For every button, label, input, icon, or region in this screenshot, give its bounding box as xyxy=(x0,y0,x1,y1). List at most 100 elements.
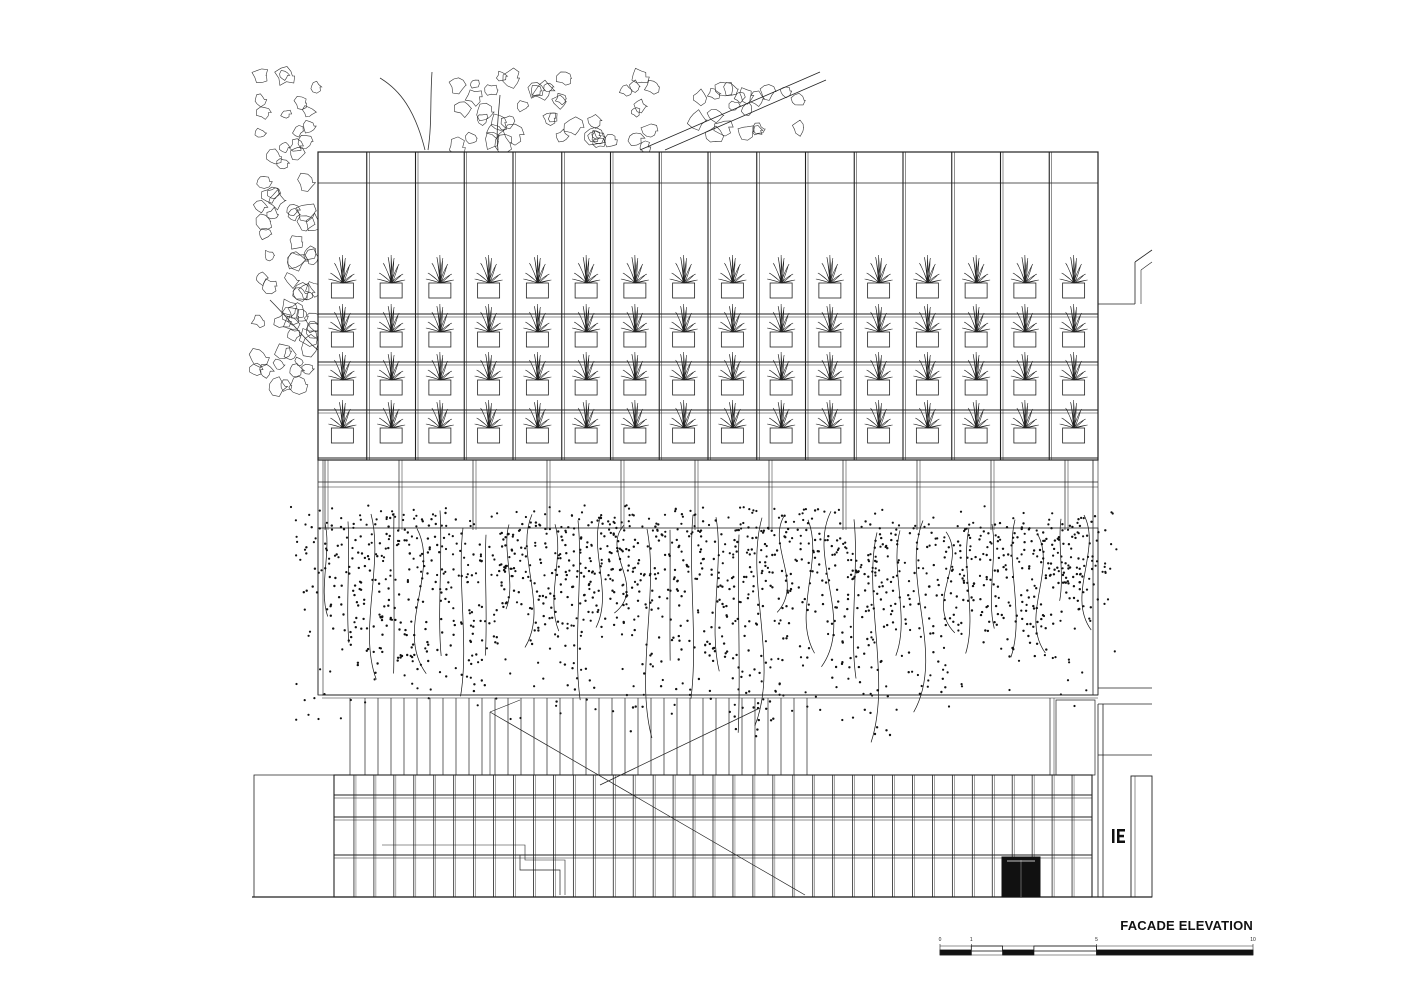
vine-leaf xyxy=(657,523,660,526)
vine-leaf xyxy=(356,661,360,664)
vine-leaf xyxy=(681,682,684,685)
vine-leaf xyxy=(1054,656,1057,659)
vine-leaf xyxy=(721,562,724,565)
vine-leaf xyxy=(756,728,759,731)
vine-leaf xyxy=(621,667,624,671)
vine-leaf xyxy=(682,559,685,562)
vine-leaf xyxy=(817,550,821,553)
vine-leaf xyxy=(1012,517,1015,520)
vine-leaf xyxy=(421,600,425,603)
vine-leaf xyxy=(745,575,748,579)
plant-leaves xyxy=(669,352,698,381)
potted-plant xyxy=(377,304,406,348)
vine-leaf xyxy=(1018,560,1021,563)
vine-leaf xyxy=(478,543,481,546)
vine-leaf xyxy=(548,647,552,650)
vine-leaf xyxy=(425,650,429,653)
vine-leaf xyxy=(1082,535,1085,538)
vine-leaf xyxy=(982,552,985,556)
vine-leaf xyxy=(336,544,339,547)
vine-leaf xyxy=(420,518,424,521)
vine-leaf xyxy=(1000,647,1003,650)
vine-leaf xyxy=(897,559,900,562)
vine-leaf xyxy=(896,561,900,564)
vine-leaf xyxy=(541,594,545,598)
vine-leaf xyxy=(1078,567,1081,570)
vine-leaf xyxy=(839,537,842,540)
vine-leaf xyxy=(886,623,889,627)
vine-leaf xyxy=(1115,548,1118,551)
vine-leaf xyxy=(833,553,836,556)
vine-leaf xyxy=(363,556,367,560)
vine-leaf xyxy=(778,683,781,686)
vine-leaf xyxy=(1033,595,1036,598)
vine-leaf xyxy=(992,583,995,586)
vine-leaf xyxy=(689,509,692,512)
vine-leaf xyxy=(1101,570,1104,573)
vine-leaf xyxy=(1051,656,1054,660)
vine-leaf xyxy=(886,555,889,558)
plant-leaves xyxy=(669,255,698,284)
vine-stem xyxy=(754,517,765,727)
vine-leaf xyxy=(762,529,766,532)
vine-leaf xyxy=(697,529,700,533)
vine-leaf xyxy=(1077,557,1080,560)
vine-leaf xyxy=(889,580,893,584)
vine-leaf xyxy=(399,656,402,659)
vine-leaf xyxy=(648,574,652,577)
vine-leaf xyxy=(463,556,466,559)
vine-leaf xyxy=(637,562,640,565)
vine-leaf xyxy=(509,717,512,721)
vine-leaf xyxy=(785,605,788,608)
vine-leaf xyxy=(537,598,540,601)
potted-plant xyxy=(328,400,357,444)
vine-leaf xyxy=(557,565,560,568)
vine-leaf xyxy=(572,550,576,553)
plant-leaves xyxy=(328,255,357,284)
vine-leaf xyxy=(895,574,899,577)
vine-leaf xyxy=(797,586,800,589)
vine-leaf xyxy=(651,665,655,668)
vine-leaf xyxy=(957,629,960,632)
vine-leaf xyxy=(809,569,812,573)
vine-leaf xyxy=(760,680,763,683)
plant-pot xyxy=(477,331,501,348)
plant-leaves xyxy=(474,400,503,429)
vine-leaf xyxy=(479,619,482,623)
vine-leaf xyxy=(699,550,702,554)
vine-leaf xyxy=(1088,617,1091,620)
vine-leaf xyxy=(929,632,932,635)
vine-leaf xyxy=(485,647,488,650)
vine-leaf xyxy=(960,621,963,625)
tree-leaf xyxy=(268,189,287,211)
vine-leaf xyxy=(739,506,742,509)
vine-leaf xyxy=(1032,607,1036,610)
tree-leaf xyxy=(304,248,320,266)
potted-plant xyxy=(669,255,698,299)
tree-leaf xyxy=(248,348,270,368)
vine-leaf xyxy=(919,635,923,638)
vine-stem xyxy=(1035,534,1046,654)
plant-leaves xyxy=(328,400,357,429)
vine-leaf xyxy=(382,559,385,563)
plant-pot xyxy=(769,379,793,396)
vine-leaf xyxy=(567,526,570,529)
vine-leaf xyxy=(907,651,911,654)
glazed-ground-floor xyxy=(252,694,1152,898)
vine-leaf xyxy=(650,608,653,611)
vine-leaf xyxy=(937,583,940,587)
vine-leaf xyxy=(672,578,676,581)
vine-leaf xyxy=(573,644,576,647)
potted-plant xyxy=(572,400,601,444)
vine-leaf xyxy=(544,527,547,531)
vine-leaf xyxy=(633,538,637,541)
vine-leaf xyxy=(299,558,302,561)
vine-leaf xyxy=(366,647,370,651)
plant-leaves xyxy=(377,352,406,381)
vine-leaf xyxy=(352,589,355,592)
vine-leaf xyxy=(374,523,377,526)
signage xyxy=(1112,829,1125,843)
vine-leaf xyxy=(746,535,749,538)
vine-leaf xyxy=(534,541,537,544)
vine-leaf xyxy=(537,626,540,629)
